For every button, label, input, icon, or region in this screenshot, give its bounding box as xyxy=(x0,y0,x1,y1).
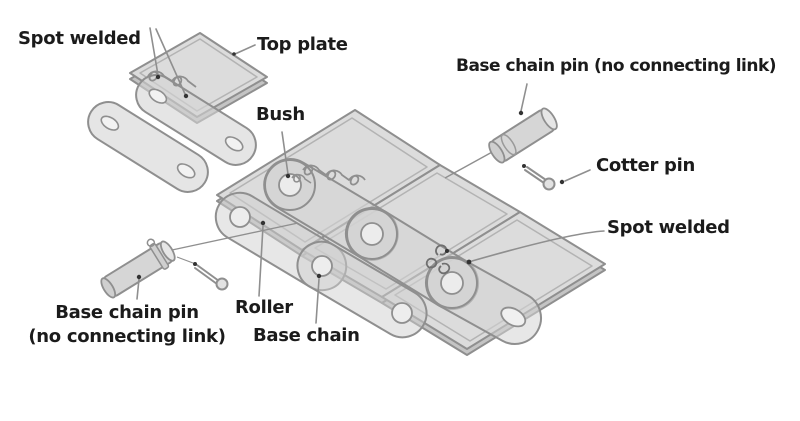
label-base-chain-pin-top: Base chain pin (no connecting link) xyxy=(456,56,777,76)
bush xyxy=(278,173,302,197)
welded-link-plate xyxy=(135,74,257,166)
label-spot-welded-top: Spot welded xyxy=(18,28,141,49)
weld-bead xyxy=(302,164,366,186)
label-base-chain-pin-bottom-line2: (no connecting link) xyxy=(28,326,226,347)
label-bush: Bush xyxy=(256,104,305,125)
main-assembly xyxy=(214,109,606,356)
weld-bead xyxy=(291,173,312,184)
label-cotter-pin: Cotter pin xyxy=(596,155,696,176)
label-base-chain-pin-bottom: Base chain pin (no connecting link) xyxy=(22,301,232,349)
installed-cotter-pin xyxy=(425,244,451,275)
base-chain xyxy=(214,158,542,345)
label-roller: Roller xyxy=(235,297,293,318)
roller-end xyxy=(229,206,251,228)
roller-end xyxy=(391,302,413,324)
top-plate-subassembly xyxy=(87,32,268,193)
base-chain-pin-top xyxy=(444,107,558,179)
leader-dots xyxy=(136,52,565,280)
label-base-chain: Base chain xyxy=(253,325,360,346)
label-spot-welded-right: Spot welded xyxy=(607,217,730,238)
label-top-plate: Top plate xyxy=(257,34,348,55)
leader-lines xyxy=(136,27,605,324)
cotter-pin-top xyxy=(522,164,556,191)
base-chain-pin-bottom xyxy=(100,222,299,299)
label-base-chain-pin-bottom-line1: Base chain pin xyxy=(55,302,199,323)
roller-end xyxy=(311,255,333,277)
welded-link-plate xyxy=(87,101,209,193)
cotter-pin-bottom xyxy=(193,262,229,291)
